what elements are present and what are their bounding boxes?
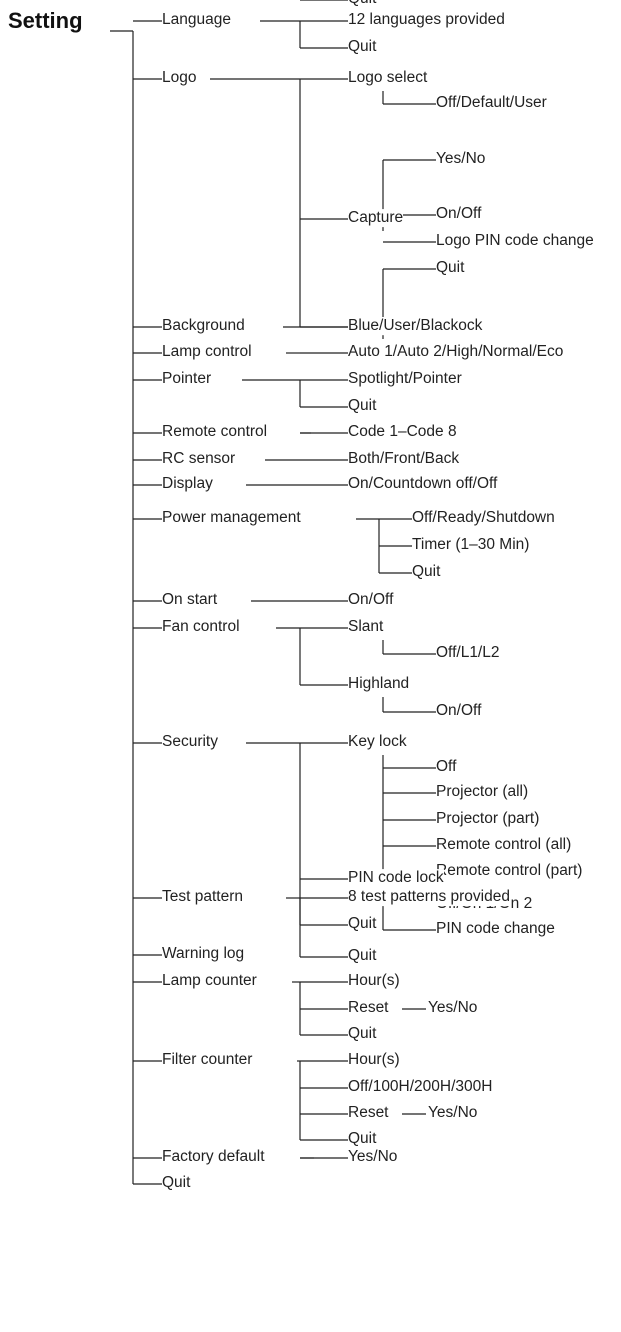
- menu-item: Logo: [162, 69, 197, 88]
- submenu-item: Auto 1/Auto 2/High/Normal/Eco: [348, 343, 564, 362]
- submenu-item: Reset: [348, 999, 389, 1018]
- menu-item: Lamp control: [162, 343, 252, 362]
- submenu-item: Reset: [348, 1104, 389, 1123]
- option-item: PIN code change: [436, 920, 555, 939]
- submenu-item: Yes/No: [348, 1148, 398, 1167]
- submenu-item: Capture: [348, 209, 404, 228]
- menu-item: Quit: [162, 1174, 191, 1193]
- submenu-item: Quit: [348, 915, 377, 934]
- option-item: Off/L1/L2: [436, 644, 500, 663]
- submenu-item: PIN code lock: [348, 869, 444, 888]
- option-item: Projector (all): [436, 783, 529, 802]
- option-item: Projector (part): [436, 810, 540, 829]
- submenu-item: Timer (1–30 Min): [412, 536, 530, 555]
- diagram-title: Setting: [8, 8, 83, 33]
- menu-item: Power management: [162, 509, 301, 528]
- submenu-item: Hour(s): [348, 972, 400, 991]
- submenu-item: Spotlight/Pointer: [348, 370, 462, 389]
- option-item: Remote control (all): [436, 836, 572, 855]
- submenu-item: Quit: [348, 947, 377, 966]
- menu-item: Fan control: [162, 618, 240, 637]
- submenu-item: 12 languages provided: [348, 11, 505, 30]
- submenu-item: Quit: [348, 397, 377, 416]
- submenu-item: On/Off: [348, 591, 394, 610]
- menu-item: Lamp counter: [162, 972, 257, 991]
- submenu-item: Highland: [348, 675, 410, 694]
- submenu-item: Both/Front/Back: [348, 450, 460, 469]
- submenu-item: Quit: [348, 1025, 377, 1044]
- option-item: On/Off: [436, 702, 482, 721]
- submenu-item: Slant: [348, 618, 384, 637]
- submenu-item: Off/Ready/Shutdown: [412, 509, 555, 528]
- submenu-item: Code 1–Code 8: [348, 423, 457, 442]
- menu-item: Remote control: [162, 423, 268, 442]
- menu-item: Pointer: [162, 370, 212, 389]
- option-item: Remote control (part): [436, 862, 583, 881]
- menu-item: Test pattern: [162, 888, 243, 907]
- option-item: Yes/No: [428, 1104, 478, 1123]
- submenu-item: Quit: [412, 563, 441, 582]
- submenu-item: Hour(s): [348, 1051, 400, 1070]
- submenu-item: Logo select: [348, 69, 428, 88]
- menu-item: Filter counter: [162, 1051, 253, 1070]
- submenu-item: Blue/User/Black: [348, 317, 459, 336]
- option-item: Off/Default/User: [436, 94, 547, 113]
- menu-item: Warning log: [162, 945, 245, 964]
- submenu-item: 8 test patterns provided: [348, 888, 510, 907]
- menu-item: Factory default: [162, 1148, 265, 1167]
- submenu-item: Key lock: [348, 733, 407, 752]
- submenu-item: Quit: [348, 38, 377, 57]
- option-item: Logo PIN code change: [436, 232, 594, 251]
- submenu-item: On/Countdown off/Off: [348, 475, 498, 494]
- option-item: Yes/No: [436, 150, 486, 169]
- option-item: Yes/No: [428, 999, 478, 1018]
- submenu-item: Quit: [348, 1130, 377, 1149]
- option-item: Quit: [436, 259, 465, 278]
- menu-item: Display: [162, 475, 213, 494]
- menu-item: Background: [162, 317, 245, 336]
- menu-item: RC sensor: [162, 450, 236, 469]
- menu-item: On start: [162, 591, 218, 610]
- option-item: Off: [436, 758, 457, 777]
- option-item: On/Off: [436, 205, 482, 224]
- submenu-item: Quit: [348, 0, 377, 9]
- submenu-item: Off/100H/200H/300H: [348, 1078, 493, 1097]
- menu-item: Security: [162, 733, 218, 752]
- menu-item: Language: [162, 11, 231, 30]
